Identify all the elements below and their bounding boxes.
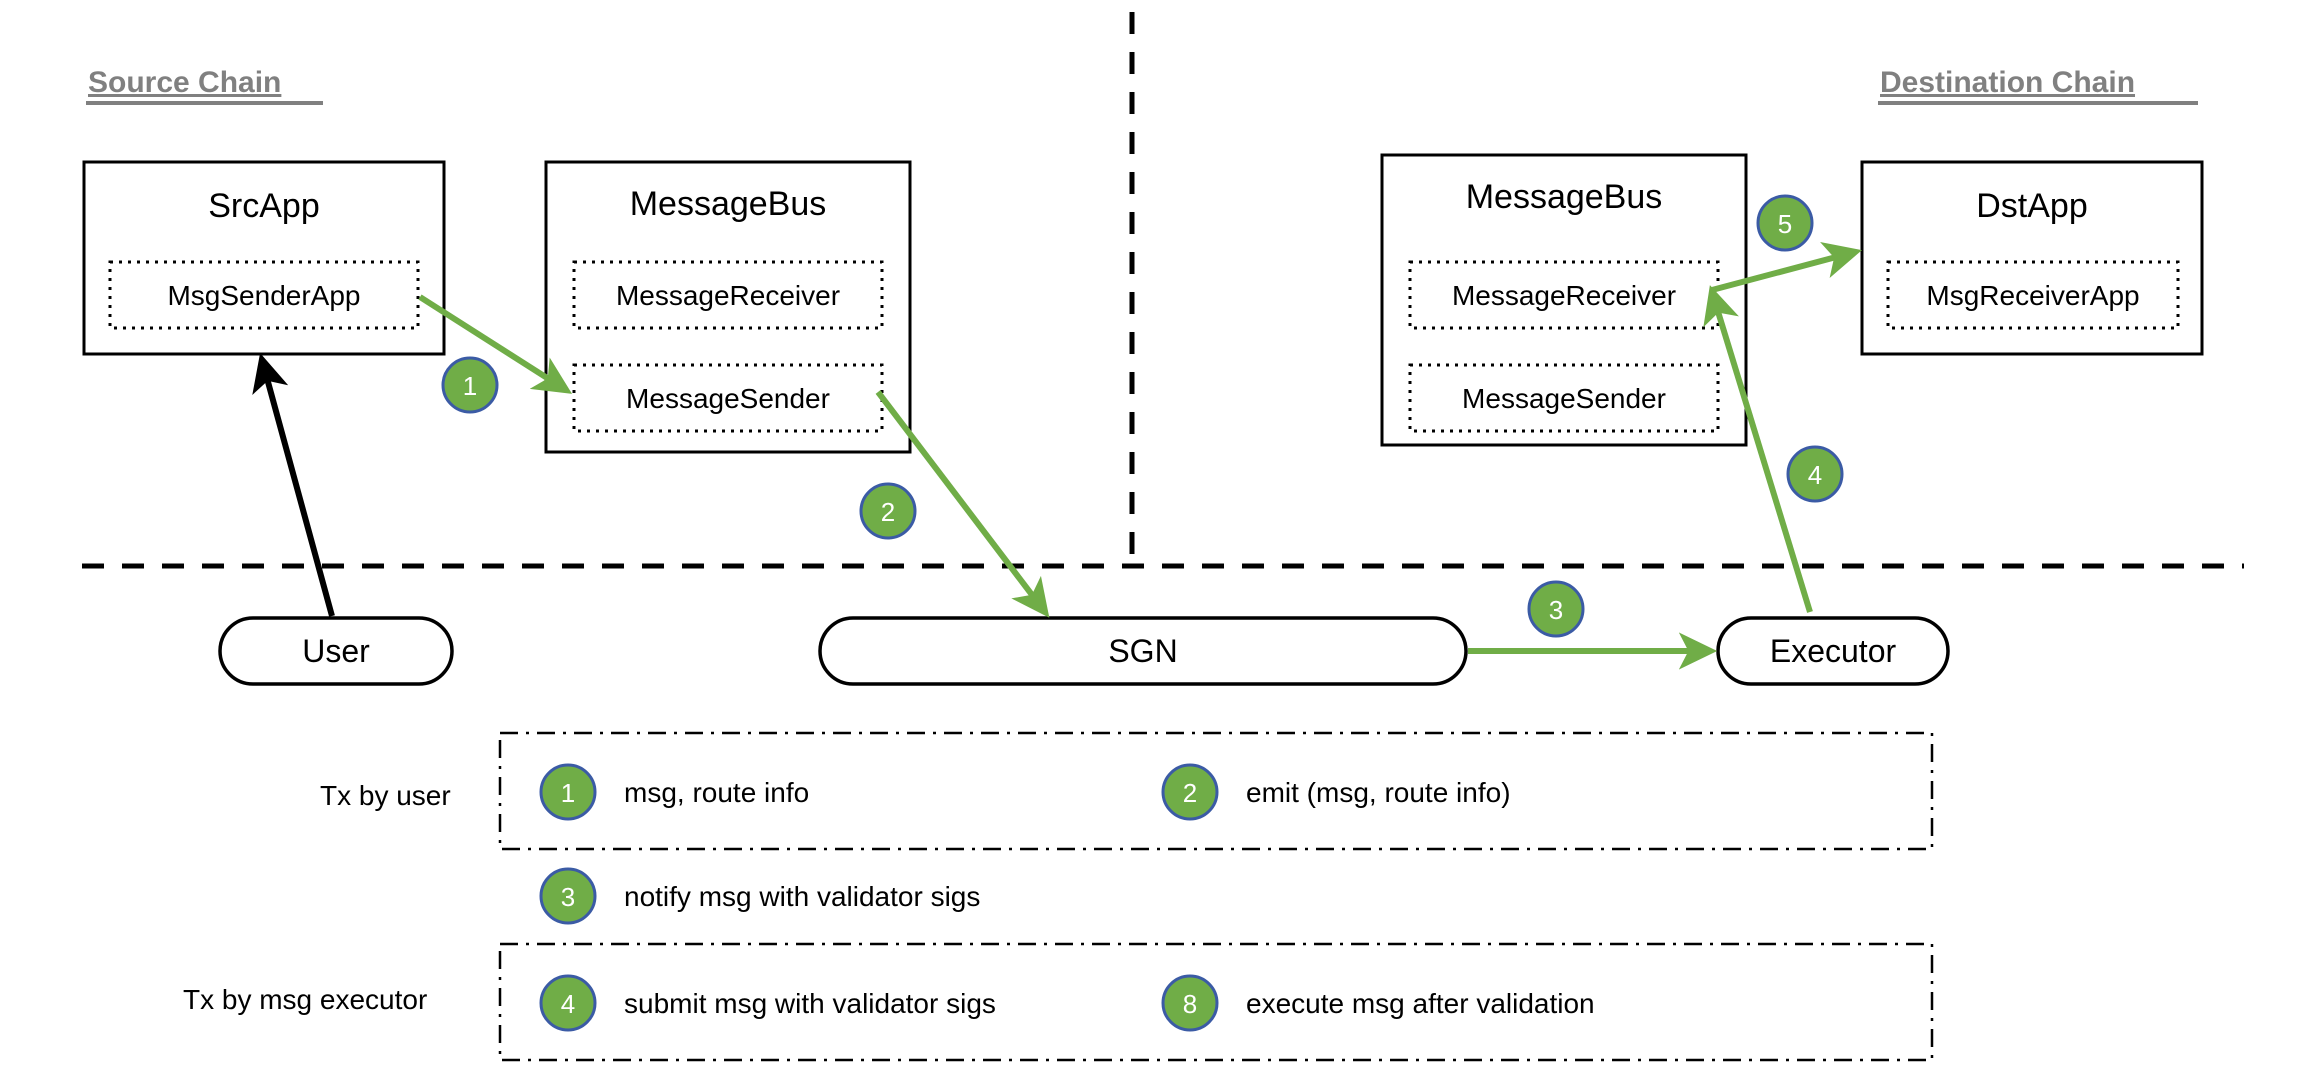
source-messagesender-inner-box: [572, 363, 884, 433]
destination-messagereceiver-label: MessageReceiver: [1452, 280, 1676, 311]
legend-item-3-text: notify msg with validator sigs: [624, 881, 980, 912]
step-badge-3: 3: [1527, 580, 1585, 638]
arrow-step-5: [1711, 242, 1862, 293]
sgn-node-label: SGN: [1108, 633, 1177, 669]
step-badge-1-number: 1: [463, 371, 477, 401]
destination-messagesender-inner-box: [1408, 363, 1720, 433]
source-messagebus-title: MessageBus: [630, 185, 827, 223]
legend-row1-frame: [498, 731, 1934, 851]
source-messagebus-box[interactable]: MessageBus MessageReceiver MessageSender: [544, 160, 912, 454]
legend-row1-label: Tx by user: [320, 780, 451, 811]
legend-item-4: 4 submit msg with validator sigs: [539, 974, 996, 1032]
source-messagereceiver-label: MessageReceiver: [616, 280, 840, 311]
legend-item-8-text: execute msg after validation: [1246, 988, 1595, 1019]
destination-messagebus-box[interactable]: MessageBus MessageReceiver MessageSender: [1380, 153, 1748, 447]
legend-item-8: 8 execute msg after validation: [1161, 974, 1595, 1032]
msgreceiverapp-label: MsgReceiverApp: [1926, 280, 2139, 311]
step-badge-5-number: 5: [1778, 209, 1792, 239]
destination-messagesender-label: MessageSender: [1462, 383, 1666, 414]
destination-messagebus-title: MessageBus: [1466, 178, 1663, 216]
step-badge-3-number: 3: [1549, 595, 1563, 625]
dstapp-title: DstApp: [1976, 187, 2088, 225]
source-messagereceiver-inner-box: [572, 260, 884, 330]
legend-item-4-number: 4: [561, 989, 575, 1019]
step-badge-2: 2: [859, 482, 917, 540]
srcapp-box[interactable]: SrcApp MsgSenderApp: [82, 160, 446, 356]
msgsenderapp-inner-box: [108, 260, 420, 330]
legend-item-1-text: msg, route info: [624, 777, 809, 808]
source-messagesender-label: MessageSender: [626, 383, 830, 414]
step-badge-4-number: 4: [1808, 460, 1822, 490]
executor-node[interactable]: Executor: [1716, 616, 1950, 686]
srcapp-title: SrcApp: [208, 187, 320, 225]
destination-chain-header: Destination Chain: [1878, 66, 2198, 105]
source-chain-title: Source Chain: [88, 66, 281, 99]
user-node-label: User: [302, 633, 370, 669]
legend-item-4-text: submit msg with validator sigs: [624, 988, 996, 1019]
legend-item-2-number: 2: [1183, 778, 1197, 808]
step-badge-1: 1: [441, 356, 499, 414]
source-chain-header: Source Chain: [86, 66, 323, 105]
arrow-step-1: [418, 294, 573, 394]
legend-item-3-number: 3: [561, 882, 575, 912]
step-badge-2-number: 2: [881, 497, 895, 527]
legend-row3-frame: [498, 942, 1934, 1062]
legend-item-1-number: 1: [561, 778, 575, 808]
arrow-step-4: [1703, 285, 1813, 613]
sgn-node[interactable]: SGN: [818, 616, 1468, 686]
arrow-user-to-srcapp: [252, 353, 335, 617]
step-badge-5: 5: [1756, 194, 1814, 252]
user-node[interactable]: User: [218, 616, 454, 686]
legend-item-1: 1 msg, route info: [539, 763, 809, 821]
legend-item-3: 3 notify msg with validator sigs: [539, 867, 980, 925]
legend-row3-label: Tx by msg executor: [183, 984, 427, 1015]
destination-chain-title: Destination Chain: [1880, 66, 2135, 99]
msgsenderapp-label: MsgSenderApp: [167, 280, 360, 311]
step-badge-4: 4: [1786, 445, 1844, 503]
arrow-step-2: [875, 390, 1050, 618]
dstapp-box[interactable]: DstApp MsgReceiverApp: [1860, 160, 2204, 356]
legend-item-8-number: 8: [1183, 989, 1197, 1019]
executor-node-label: Executor: [1770, 633, 1897, 669]
legend-item-2-text: emit (msg, route info): [1246, 777, 1511, 808]
msgreceiverapp-inner-box: [1886, 260, 2180, 330]
legend-item-2: 2 emit (msg, route info): [1161, 763, 1511, 821]
destination-messagereceiver-inner-box: [1408, 260, 1720, 330]
